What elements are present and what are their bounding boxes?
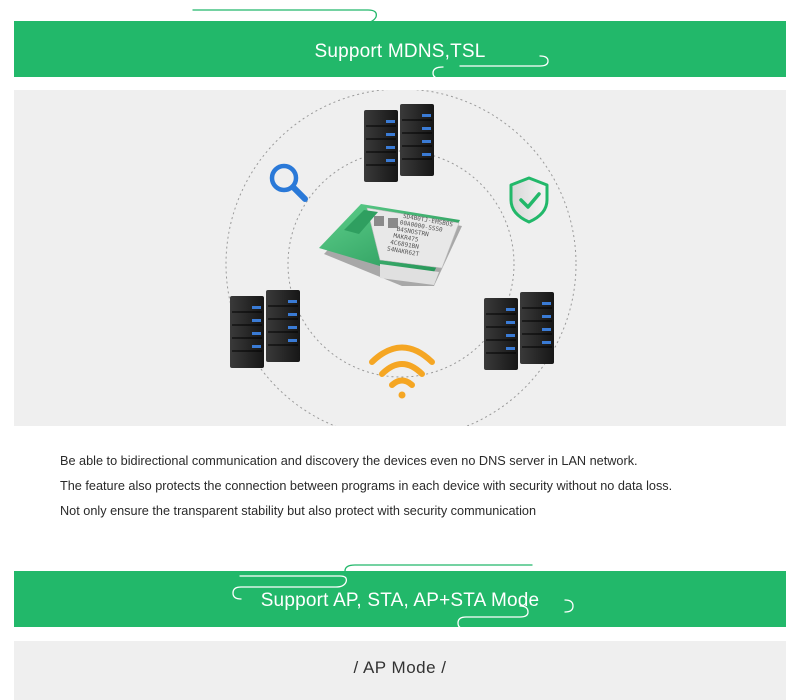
mode-panel: / AP Mode / <box>14 641 786 700</box>
feature-description: Be able to bidirectional communication a… <box>60 449 672 524</box>
wifi-icon <box>369 344 435 399</box>
section-title: Support AP, STA, AP+STA Mode <box>260 589 540 611</box>
description-line: Be able to bidirectional communication a… <box>60 454 638 468</box>
description-line: The feature also protects the connection… <box>60 479 673 493</box>
search-icon <box>269 163 308 202</box>
network-illustration-panel: SD4B0TJ-EMSBOS 00A0000-SSS0 B4SNOSTRN MA… <box>14 90 786 426</box>
server-rack-icon <box>484 292 554 370</box>
server-rack-icon <box>364 104 434 182</box>
svg-text:MAKR475: MAKR475 <box>393 232 419 243</box>
mode-label: / AP Mode / <box>353 658 447 677</box>
section-banner-ap-sta: Support AP, STA, AP+STA Mode <box>14 571 786 627</box>
section-banner-mdns: Support MDNS,TSL <box>14 21 786 77</box>
network-illustration: SD4B0TJ-EMSBOS 00A0000-SSS0 B4SNOSTRN MA… <box>225 90 577 426</box>
shield-check-icon <box>509 176 549 224</box>
description-line: Not only ensure the transparent stabilit… <box>60 504 537 518</box>
wifi-module-chip: SD4B0TJ-EMSBOS 00A0000-SSS0 B4SNOSTRN MA… <box>319 204 462 286</box>
svg-text:4C6891BN: 4C6891BN <box>390 239 420 251</box>
server-rack-icon <box>230 290 300 368</box>
module-label: SD4B0TJ-EMSBOS 00A0000-SSS0 B4SNOSTRN MA… <box>386 213 453 258</box>
outer-orbit <box>225 90 577 426</box>
section-title: Support MDNS,TSL <box>314 41 486 62</box>
